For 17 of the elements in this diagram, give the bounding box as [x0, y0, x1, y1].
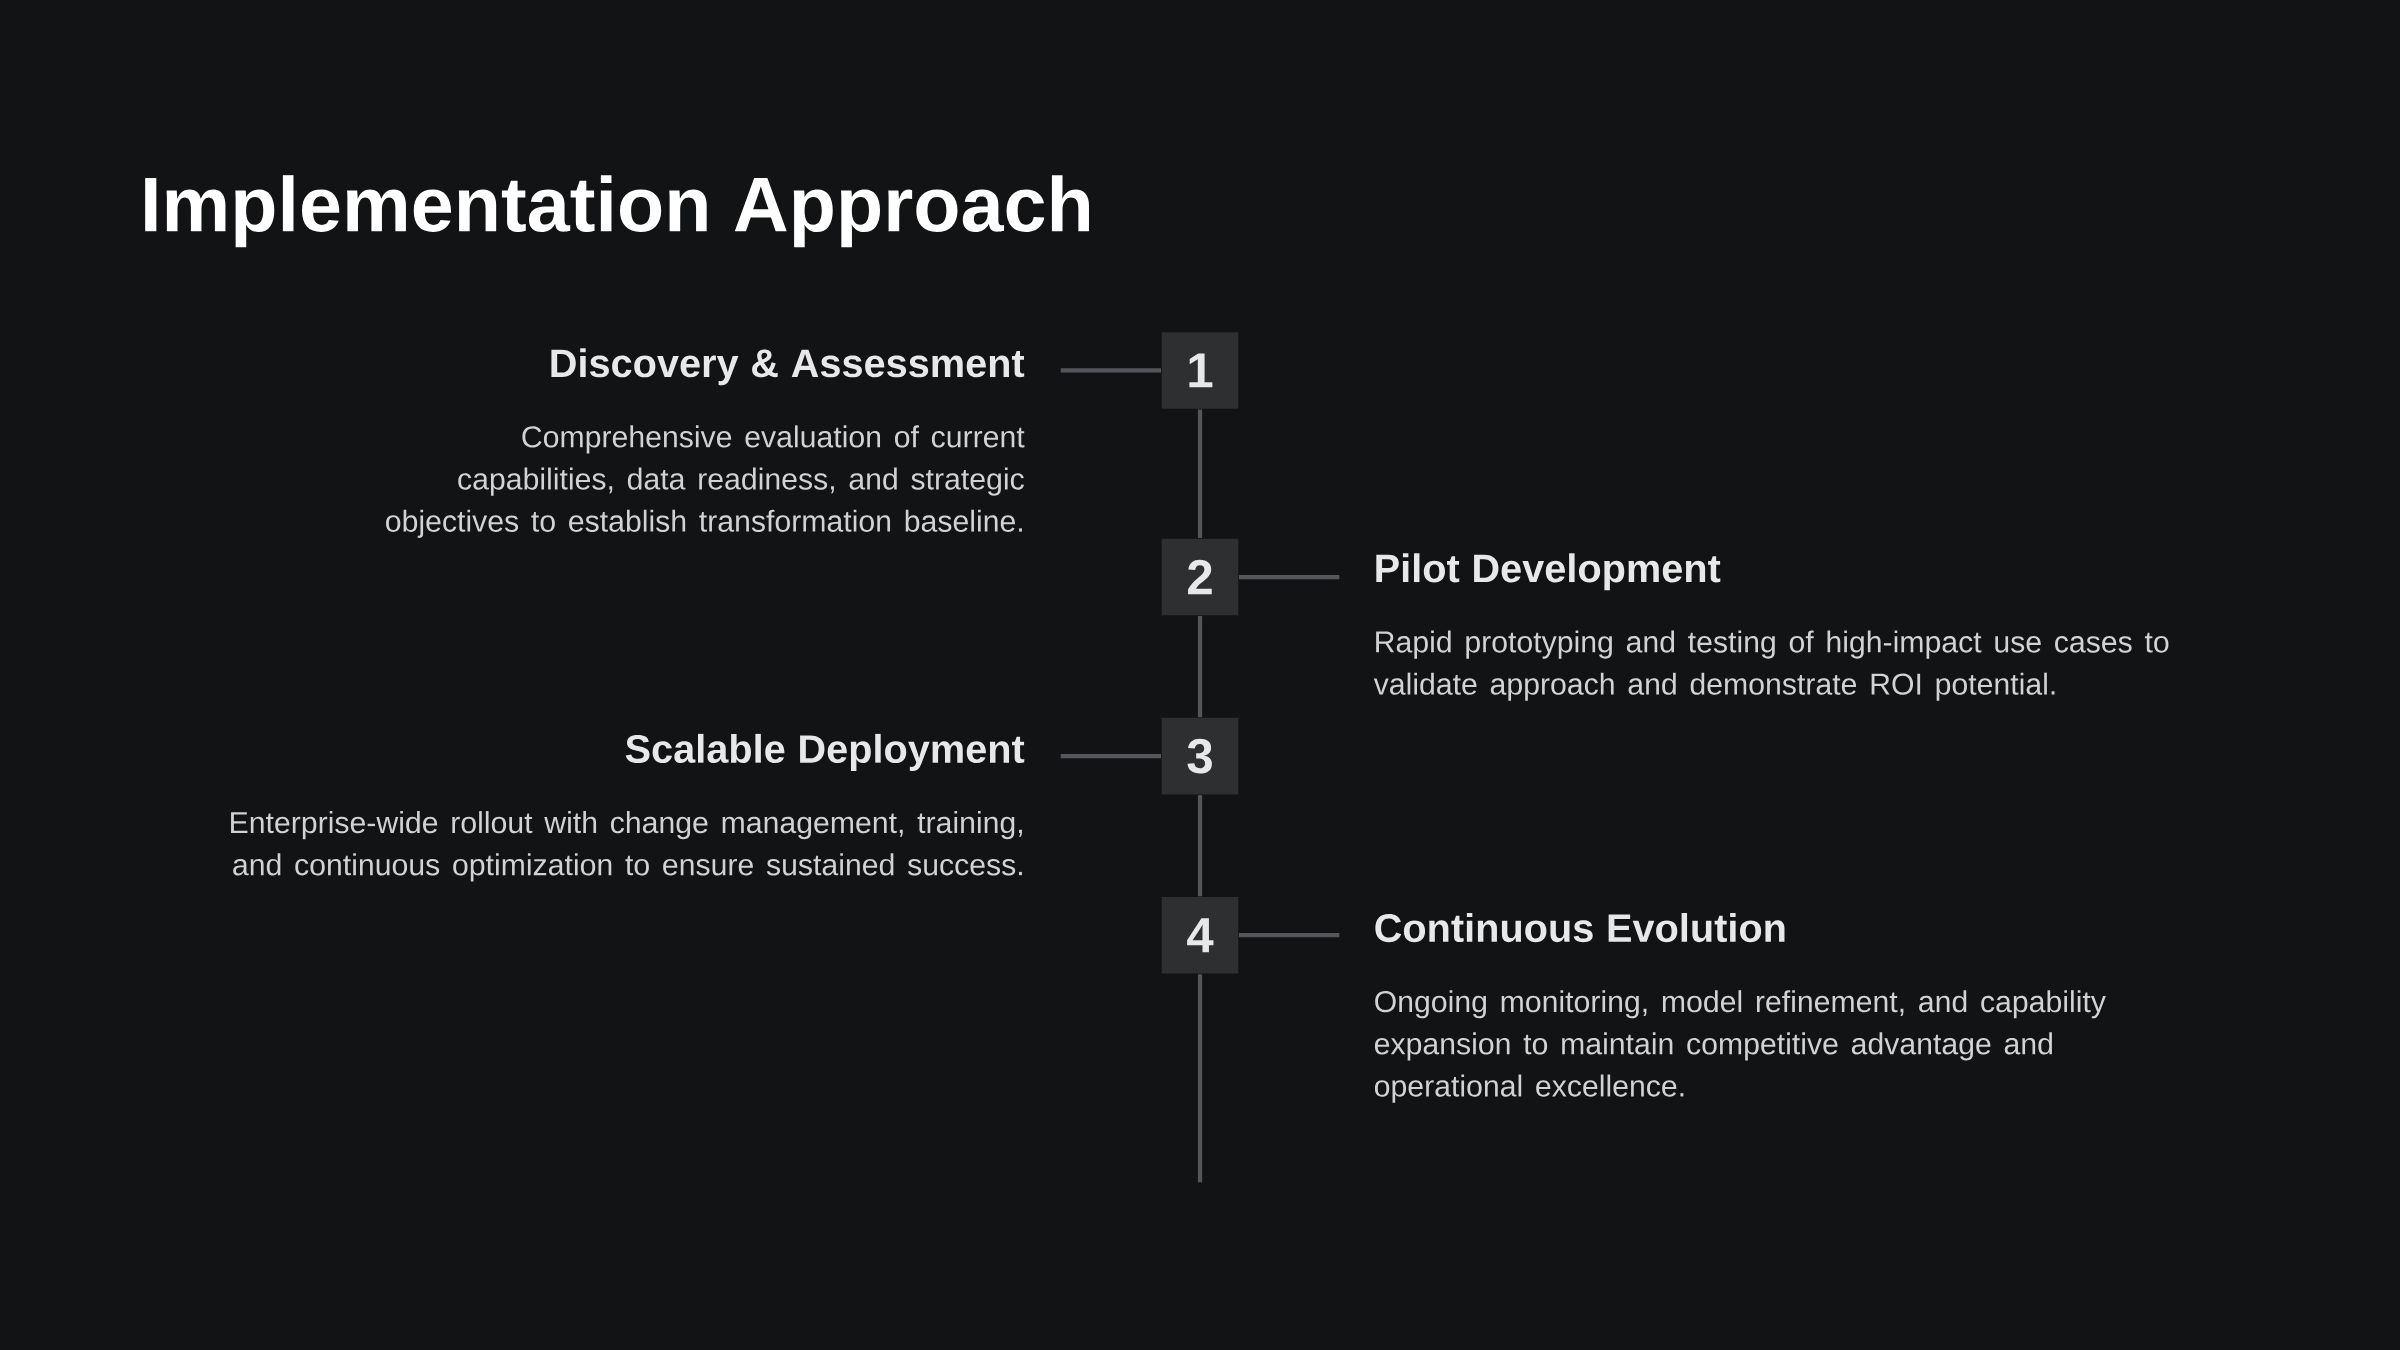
- step-number-box: 1: [1161, 332, 1239, 409]
- step-number-box: 2: [1161, 538, 1239, 616]
- step-description: Pilot Development Rapid prototyping and testing of high-impact use cases to validate approach and demonstrate ROI potential.: [1373, 553, 2169, 701]
- connector-line: [1239, 933, 1340, 938]
- connector-line: [1197, 409, 1203, 539]
- connector-line: [1239, 574, 1340, 580]
- connector-line: [1060, 754, 1162, 759]
- step-description: Continuous Evolution Ongoing monitoring, model refinement, and capability expansion to maintain competitive advantage and operational excellence.: [1374, 913, 2106, 1103]
- connector-line: [1197, 795, 1203, 897]
- step-description: Discovery & Assessment Comprehensive evaluation of current capabilities, data readiness, and strategic objectives to establish transformation baseline.: [386, 348, 1025, 538]
- connector-line: [1197, 974, 1203, 1183]
- title: Implementation Approach: [145, 175, 1089, 248]
- step-description: Scalable Deployment Enterprise-wide rollout with change management, training, and continuous optimization to ensure sustained success.: [231, 733, 1025, 882]
- step-number-box: 3: [1161, 717, 1239, 795]
- connector-line: [1197, 616, 1203, 718]
- step-number-box: 4: [1161, 896, 1239, 974]
- connector-line: [1060, 368, 1162, 373]
